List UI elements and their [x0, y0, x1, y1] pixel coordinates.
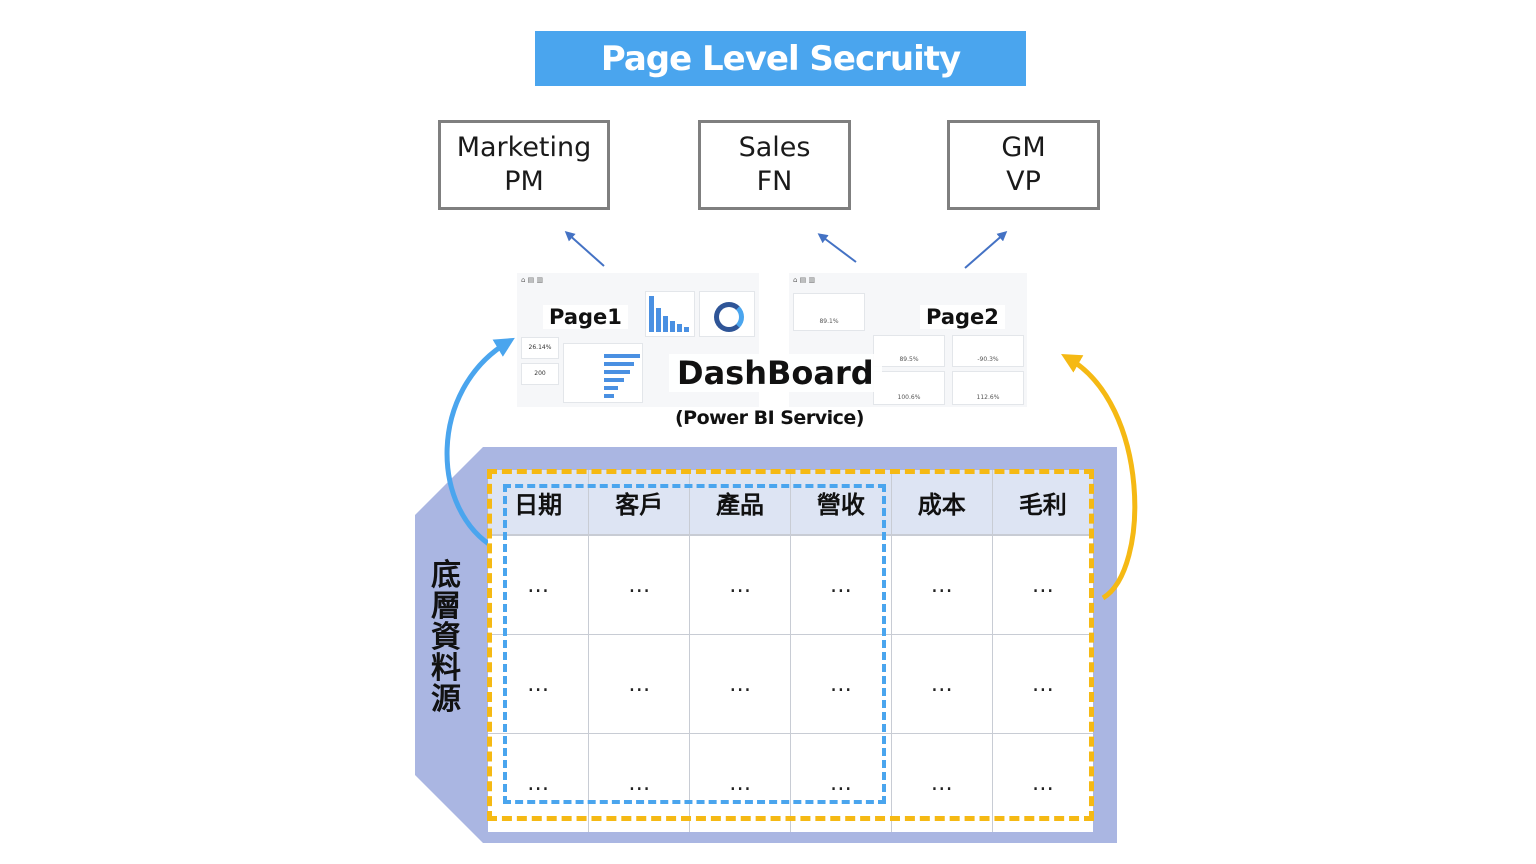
table-cell: … [891, 733, 993, 832]
page2-label: Page2 [920, 305, 1005, 329]
kpi-card: 26.14% [521, 337, 559, 359]
role-box-gm-vp: GM VP [947, 120, 1100, 210]
data-source-label: 底層資料源 [431, 558, 461, 717]
arrow-source-to-page2 [1061, 354, 1138, 601]
table-cell: … [1031, 770, 1054, 796]
column-header-product: 產品 [689, 470, 791, 536]
role-box-marketing-pm: Marketing PM [438, 120, 610, 210]
column-header-cost: 成本 [891, 470, 993, 536]
role-title: FN [756, 166, 793, 197]
role-name: GM [1001, 132, 1046, 163]
page1-label: Page1 [543, 305, 628, 329]
table-cell: … [790, 634, 892, 734]
table-cell: … [588, 535, 691, 635]
table-header-row: 日期 客戶 產品 營收 成本 毛利 [488, 470, 1093, 536]
thumbnail-toolbar: ⌂ ▤ ▥ [521, 276, 544, 284]
arrow-to-gm [964, 231, 1008, 269]
dashboard-subtitle: (Power BI Service) [675, 407, 864, 429]
table-cell: … [689, 634, 791, 734]
page-title: Page Level Secruity [535, 31, 1026, 86]
role-title: PM [504, 166, 544, 197]
table-cell: … [891, 535, 993, 635]
role-name: Sales [738, 132, 811, 163]
arrow-source-to-page1 [444, 337, 515, 551]
arrow-to-marketing [564, 231, 605, 267]
gauge-card: -90.3% [952, 335, 1024, 367]
table-cell: … [992, 535, 1093, 635]
table-cell: … [588, 733, 691, 832]
table-cell: … [689, 733, 791, 832]
gauge-card: 100.6% [873, 371, 945, 405]
gauge-card: 89.5% [873, 335, 945, 367]
column-header-customer: 客戶 [588, 470, 691, 536]
role-box-sales-fn: Sales FN [698, 120, 851, 210]
gauge-card: 112.6% [952, 371, 1024, 405]
role-title: VP [1006, 166, 1041, 197]
arrow-to-sales [817, 233, 857, 263]
dashboard-title: DashBoard [669, 354, 882, 392]
thumbnail-toolbar: ⌂ ▤ ▥ [793, 276, 816, 284]
table-cell: … [992, 634, 1093, 734]
bar-list-card [563, 343, 643, 403]
table-cell: … [588, 634, 691, 734]
data-source-table: 日期 客戶 產品 營收 成本 毛利 … … … … … … … … … … … … [488, 470, 1093, 832]
table-cell: … [790, 535, 892, 635]
column-header-revenue: 營收 [790, 470, 892, 536]
table-row: … … … … … … [488, 634, 1093, 734]
kpi-card: 200 [521, 363, 559, 385]
page2-access-frame [487, 469, 1094, 821]
donut-icon [714, 302, 744, 332]
table-cell: … [790, 733, 892, 832]
gauge-card: 89.1% [793, 293, 865, 331]
histogram-card [645, 291, 695, 337]
table-cell: … [891, 634, 993, 734]
column-header-gross-profit: 毛利 [992, 470, 1093, 536]
page1-access-frame [503, 484, 886, 804]
donut-card [699, 291, 755, 337]
table-cell: … [689, 535, 791, 635]
role-name: Marketing [456, 132, 592, 163]
